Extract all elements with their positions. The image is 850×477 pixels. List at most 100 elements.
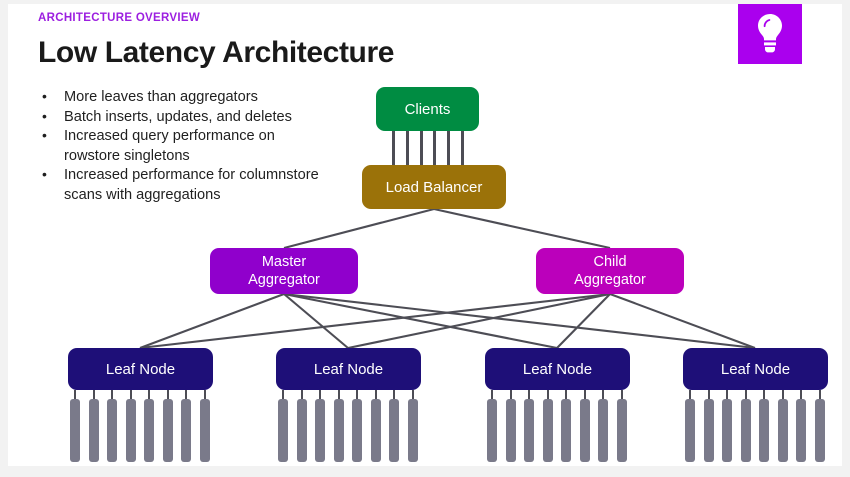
- partition-disk: [88, 399, 99, 462]
- partition: [740, 390, 751, 462]
- slide-title: Low Latency Architecture: [38, 36, 395, 69]
- partition-stem: [411, 390, 414, 400]
- bullet-list: More leaves than aggregators Batch inser…: [34, 87, 334, 205]
- partition-disk: [579, 399, 590, 462]
- client-connector: [405, 130, 409, 166]
- lightbulb-badge: [738, 4, 802, 64]
- partition-stem: [726, 390, 729, 400]
- partition-disk: [524, 399, 535, 462]
- node-master-aggregator-label-line2: Aggregator: [248, 272, 320, 288]
- client-connector: [392, 130, 395, 166]
- partition-stem: [818, 390, 821, 400]
- partition: [162, 390, 173, 462]
- partition-disk: [70, 399, 80, 462]
- edge-child-leaf2: [556, 293, 611, 349]
- client-connector: [433, 130, 437, 166]
- partition-group-leaf-2: [487, 390, 627, 462]
- partition-disk: [759, 399, 770, 462]
- partition: [389, 390, 400, 462]
- client-connector: [460, 130, 464, 166]
- partition: [598, 390, 609, 462]
- partition-group-leaf-0: [70, 390, 210, 462]
- clients-to-load-balancer-connectors: [392, 130, 464, 166]
- partition-disk: [487, 399, 497, 462]
- partition-stem: [583, 390, 586, 400]
- partition-stem: [129, 390, 132, 400]
- partition: [107, 390, 118, 462]
- edge-master-leaf2: [283, 292, 558, 350]
- partition: [125, 390, 136, 462]
- partition-stem: [800, 390, 803, 400]
- node-clients: Clients: [376, 87, 479, 131]
- partition: [524, 390, 535, 462]
- partition: [296, 390, 307, 462]
- edge-child-leaf3: [609, 293, 756, 349]
- partition: [505, 390, 516, 462]
- bullet-item: More leaves than aggregators: [34, 87, 334, 108]
- partition-disk: [389, 399, 400, 462]
- partition-stem: [74, 390, 76, 400]
- lightbulb-icon: [738, 12, 802, 54]
- partition: [561, 390, 572, 462]
- partition-disk: [296, 399, 307, 462]
- partition-disk: [370, 399, 381, 462]
- partition-disk: [162, 399, 173, 462]
- partition-disk: [796, 399, 807, 462]
- node-load-balancer: Load Balancer: [362, 165, 506, 209]
- partition: [722, 390, 733, 462]
- partition-disk: [598, 399, 609, 462]
- partition: [315, 390, 326, 462]
- partition-stem: [763, 390, 766, 400]
- partition-stem: [92, 390, 95, 400]
- partition-group-leaf-1: [278, 390, 418, 462]
- partition-disk: [333, 399, 344, 462]
- partition-stem: [620, 390, 623, 400]
- partition-stem: [185, 390, 188, 400]
- partition: [407, 390, 418, 462]
- node-leaf-3: Leaf Node: [683, 348, 828, 390]
- partition: [759, 390, 770, 462]
- partition-stem: [319, 390, 322, 400]
- node-master-aggregator-label-line1: Master: [261, 254, 307, 270]
- partition-disk: [777, 399, 788, 462]
- edge-master-leaf0: [139, 293, 285, 349]
- partition-stem: [546, 390, 549, 400]
- node-leaf-3-label: Leaf Node: [720, 360, 791, 378]
- partition: [487, 390, 497, 462]
- partition-stem: [707, 390, 710, 400]
- bullet-item: Batch inserts, updates, and deletes: [34, 107, 334, 128]
- partition-disk: [125, 399, 136, 462]
- client-connector: [447, 130, 451, 166]
- node-leaf-2-label: Leaf Node: [522, 360, 593, 378]
- partition-disk: [352, 399, 363, 462]
- node-child-aggregator-label-line1: Child: [593, 254, 627, 270]
- partition-disk: [685, 399, 695, 462]
- node-leaf-0: Leaf Node: [68, 348, 213, 390]
- partition-stem: [491, 390, 493, 400]
- node-child-aggregator: Child Aggregator: [536, 248, 684, 294]
- partition-disk: [144, 399, 155, 462]
- partition-stem: [203, 390, 206, 400]
- partition: [685, 390, 695, 462]
- partition-stem: [528, 390, 531, 400]
- partition-stem: [689, 390, 691, 400]
- node-leaf-2: Leaf Node: [485, 348, 630, 390]
- node-leaf-1: Leaf Node: [276, 348, 421, 390]
- bullet-item: Increased query performance on rowstore …: [34, 126, 334, 166]
- partition-stem: [744, 390, 747, 400]
- partition-disk: [740, 399, 751, 462]
- partition: [144, 390, 155, 462]
- partition: [181, 390, 192, 462]
- partition-disk: [181, 399, 192, 462]
- node-master-aggregator: Master Aggregator: [210, 248, 358, 294]
- partition-stem: [111, 390, 114, 400]
- slide-eyebrow: ARCHITECTURE OVERVIEW: [38, 12, 200, 24]
- partition-disk: [542, 399, 553, 462]
- partition-stem: [565, 390, 568, 400]
- partition: [370, 390, 381, 462]
- partition: [352, 390, 363, 462]
- edge-child-leaf0: [139, 292, 611, 350]
- partition-disk: [278, 399, 288, 462]
- partition-stem: [781, 390, 784, 400]
